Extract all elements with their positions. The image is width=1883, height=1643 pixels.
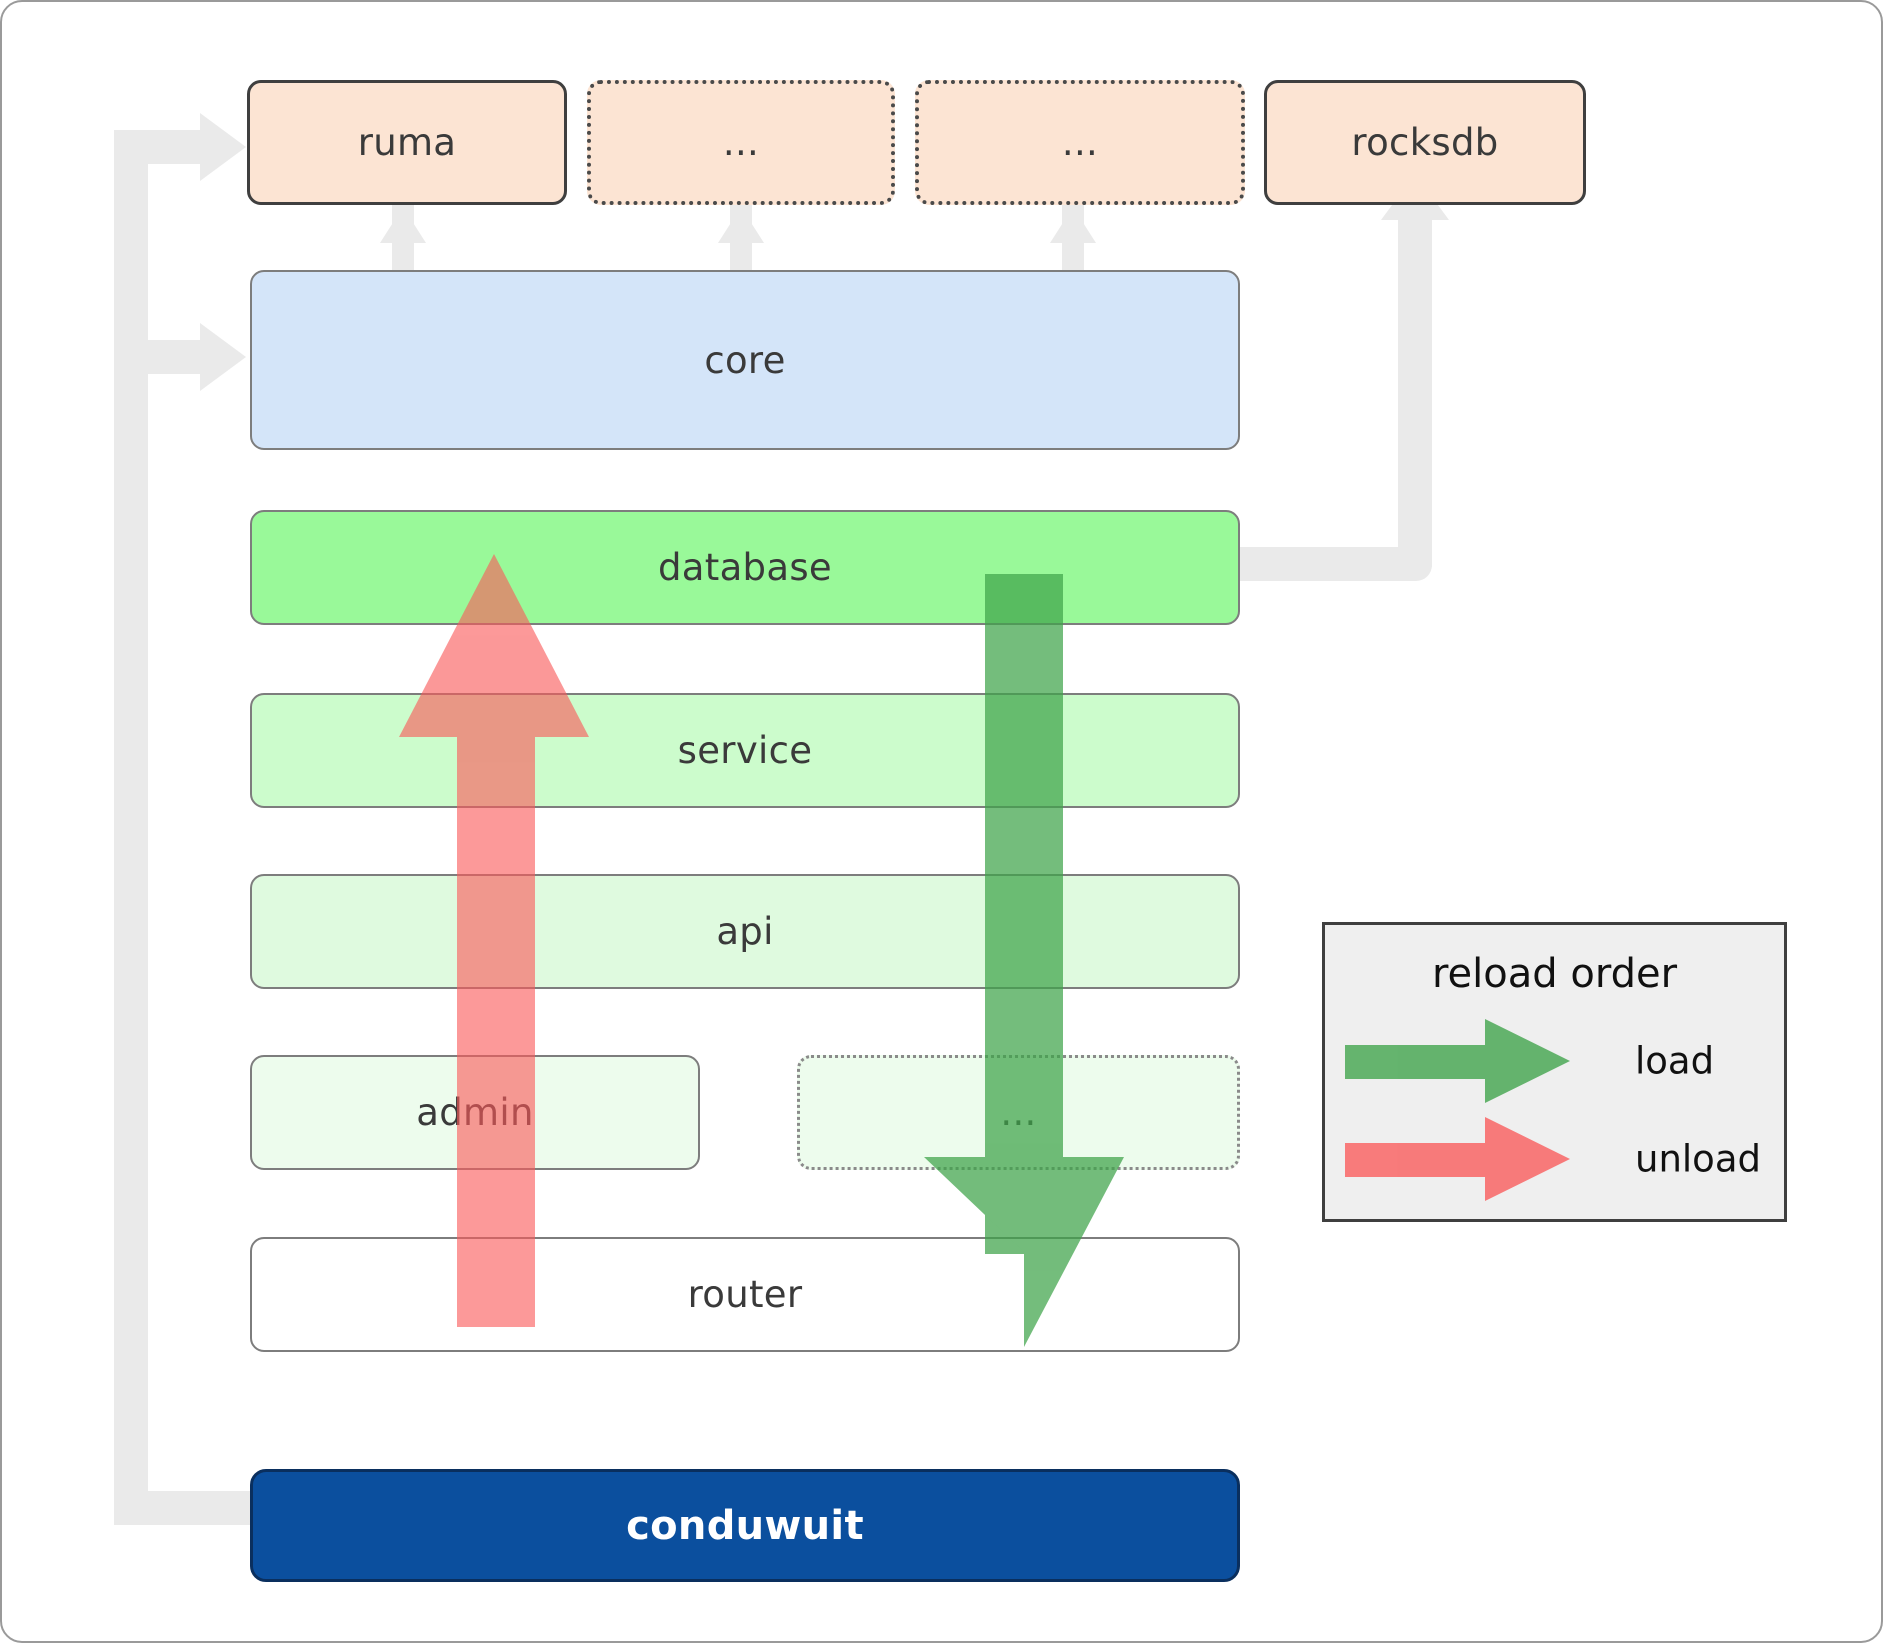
layer-label: admin — [416, 1091, 534, 1134]
layer-box-core[interactable]: core — [250, 270, 1240, 450]
root-label: conduwuit — [626, 1502, 864, 1549]
layer-box-extra[interactable]: ... — [797, 1055, 1240, 1170]
layer-box-router[interactable]: router — [250, 1237, 1240, 1352]
connector-left-bottom — [114, 1491, 254, 1525]
legend-label-load: load — [1635, 1039, 1715, 1083]
dependency-label: ... — [722, 121, 760, 164]
layer-box-service[interactable]: service — [250, 693, 1240, 808]
layer-label: service — [677, 729, 813, 772]
layer-label: database — [658, 546, 832, 589]
legend-label-unload: unload — [1635, 1137, 1761, 1181]
connector-core-to-dep2-arrowhead — [718, 207, 764, 243]
legend-panel: reload order load unload — [1322, 922, 1787, 1222]
connector-left-vertical — [114, 130, 148, 1525]
connector-core-to-ruma-arrowhead — [380, 207, 426, 243]
layer-box-api[interactable]: api — [250, 874, 1240, 989]
legend-row-unload: unload — [1325, 1117, 1784, 1201]
layer-label: ... — [1000, 1091, 1037, 1134]
connector-core-to-dep3-arrowhead — [1050, 207, 1096, 243]
layer-box-admin[interactable]: admin — [250, 1055, 700, 1170]
dependency-box-rocksdb[interactable]: rocksdb — [1264, 80, 1586, 205]
connector-to-core-arrowhead — [200, 323, 246, 391]
connector-db-to-rocksdb-vertical — [1398, 217, 1432, 567]
layer-box-database[interactable]: database — [250, 510, 1240, 625]
connector-to-ruma-arrowhead — [200, 113, 246, 181]
dependency-box-ruma[interactable]: ruma — [247, 80, 567, 205]
layer-label: api — [716, 910, 774, 953]
dependency-label: rocksdb — [1351, 121, 1499, 164]
root-box-conduwuit[interactable]: conduwuit — [250, 1469, 1240, 1582]
dependency-box-3[interactable]: ... — [915, 80, 1245, 205]
connector-to-ruma-stem — [148, 130, 208, 164]
layer-label: router — [687, 1273, 803, 1316]
unload-legend-icon — [1345, 1117, 1570, 1201]
load-legend-icon — [1345, 1019, 1570, 1103]
legend-title: reload order — [1431, 951, 1678, 997]
connector-db-to-rocksdb-horizontal — [1217, 547, 1432, 581]
dependency-box-2[interactable]: ... — [587, 80, 895, 205]
dependency-label: ruma — [357, 121, 457, 164]
dependency-label: ... — [1061, 121, 1099, 164]
connector-to-core-stem — [148, 340, 208, 374]
legend-row-load: load — [1325, 1019, 1784, 1103]
layer-label: core — [704, 338, 786, 382]
